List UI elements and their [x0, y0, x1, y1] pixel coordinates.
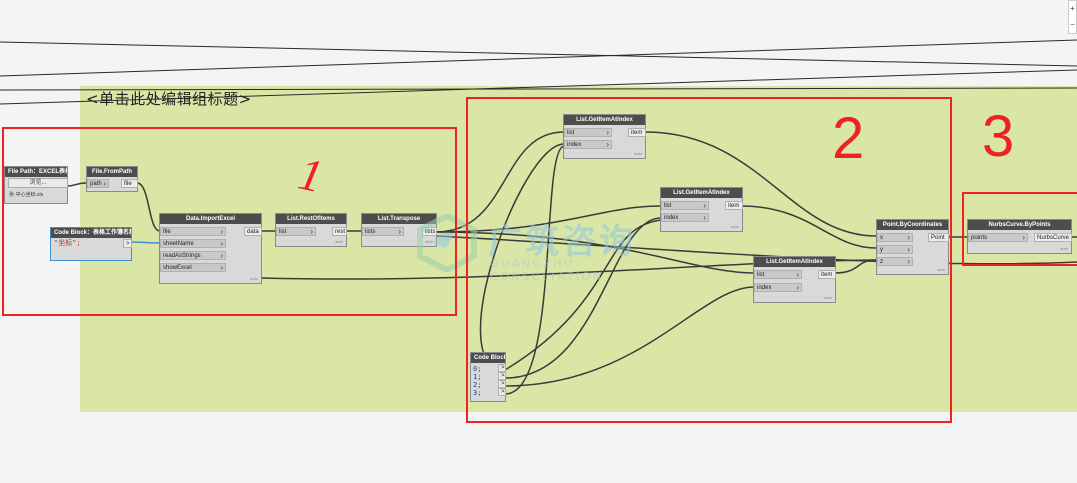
lacing-label: auto	[824, 295, 832, 300]
code-line-2[interactable]: 2;	[473, 381, 482, 389]
node-title: List.Transpose	[362, 214, 436, 224]
output-port-item[interactable]: item	[628, 128, 646, 137]
node-code-block-indices[interactable]: Code Block 0; 1; 2; 3; > > > >	[470, 352, 506, 402]
output-port-0[interactable]: >	[498, 364, 506, 372]
zoom-out-button[interactable]: −	[1070, 20, 1075, 29]
node-data-import-excel[interactable]: Data.ImportExcel file sheetName readAsSt…	[159, 213, 262, 284]
file-path-value: 张·中心坐标.xls	[9, 192, 44, 198]
node-get-item-at-index-2[interactable]: List.GetItemAtIndex list index item auto	[660, 187, 743, 232]
node-file-path[interactable]: File Path：EXCEL表格 浏览... 张·中心坐标.xls	[4, 166, 68, 204]
background-line	[0, 39, 1077, 77]
input-port-points[interactable]: points	[968, 233, 1028, 242]
input-port-y[interactable]: y	[877, 245, 913, 254]
zoom-in-button[interactable]: +	[1070, 4, 1075, 13]
node-file-from-path[interactable]: File.FromPath path file	[86, 166, 138, 192]
input-port-file[interactable]: file	[160, 227, 226, 236]
node-get-item-at-index-1[interactable]: List.GetItemAtIndex list index item auto	[563, 114, 646, 159]
input-port-z[interactable]: z	[877, 257, 913, 266]
node-nurbs-curve-by-points[interactable]: NurbsCurve.ByPoints points NurbsCurve au…	[967, 219, 1072, 254]
input-port-sheetname[interactable]: sheetName	[160, 239, 226, 248]
input-port-path[interactable]: path	[87, 179, 109, 188]
input-port-list[interactable]: list	[564, 128, 612, 137]
output-port-rest[interactable]: rest	[332, 227, 347, 236]
output-port-data[interactable]: data	[244, 227, 262, 236]
input-port-list[interactable]: list	[754, 270, 802, 279]
output-port-3[interactable]: >	[498, 388, 506, 396]
lacing-label: auto	[937, 267, 945, 272]
node-title: Code Block：表格工作簿名称	[51, 228, 131, 238]
code-line-0[interactable]: 0;	[473, 365, 482, 373]
input-port-index[interactable]: index	[754, 283, 802, 292]
node-title: List.GetItemAtIndex	[661, 188, 742, 198]
node-point-by-coordinates[interactable]: Point.ByCoordinates x y z Point auto	[876, 219, 949, 275]
output-port-item[interactable]: item	[725, 201, 743, 210]
lacing-label: auto	[335, 239, 343, 244]
background-line	[0, 41, 1077, 67]
node-title: List.GetItemAtIndex	[754, 257, 835, 267]
node-title: Data.ImportExcel	[160, 214, 261, 224]
output-port-2[interactable]: >	[498, 380, 506, 388]
output-port-lists[interactable]: lists	[422, 227, 437, 236]
output-port-item[interactable]: item	[818, 270, 836, 279]
node-title: Code Block	[471, 353, 505, 363]
input-port-list[interactable]: list	[276, 227, 316, 236]
input-port-list[interactable]: list	[661, 201, 709, 210]
node-list-rest-of-items[interactable]: List.RestOfItems list rest auto	[275, 213, 347, 247]
browse-button[interactable]: 浏览...	[8, 178, 68, 188]
node-title: List.RestOfItems	[276, 214, 346, 224]
lacing-label: auto	[250, 276, 258, 281]
output-port-1[interactable]: >	[498, 372, 506, 380]
output-port-point[interactable]: Point	[928, 233, 949, 242]
code-line-1[interactable]: 1;	[473, 373, 482, 381]
input-port-lists[interactable]: lists	[362, 227, 404, 236]
output-port-file[interactable]: file	[121, 179, 138, 188]
node-code-block-sheet[interactable]: Code Block：表格工作簿名称 "坐标"; >	[50, 227, 132, 261]
output-port[interactable]: >	[123, 239, 132, 248]
lacing-label: auto	[634, 151, 642, 156]
node-title: File Path：EXCEL表格	[5, 167, 67, 177]
input-port-x[interactable]: x	[877, 233, 913, 242]
node-title: File.FromPath	[87, 167, 137, 177]
zoom-controls[interactable]: + −	[1068, 0, 1077, 34]
input-port-readasstrings[interactable]: readAsStrings	[160, 251, 226, 260]
node-title: Point.ByCoordinates	[877, 220, 948, 230]
lacing-label: auto	[425, 239, 433, 244]
lacing-label: auto	[731, 224, 739, 229]
node-list-transpose[interactable]: List.Transpose lists lists auto	[361, 213, 437, 247]
node-title: NurbsCurve.ByPoints	[968, 220, 1071, 230]
group-title[interactable]: <单击此处编辑组标题>	[86, 90, 252, 108]
output-port-nurbscurve[interactable]: NurbsCurve	[1034, 233, 1072, 242]
input-port-index[interactable]: index	[661, 213, 709, 222]
input-port-index[interactable]: index	[564, 140, 612, 149]
code-text[interactable]: "坐标";	[54, 239, 81, 247]
lacing-label: auto	[1060, 246, 1068, 251]
input-port-showexcel[interactable]: showExcel	[160, 263, 226, 272]
node-title: List.GetItemAtIndex	[564, 115, 645, 125]
code-line-3[interactable]: 3;	[473, 389, 482, 397]
node-get-item-at-index-3[interactable]: List.GetItemAtIndex list index item auto	[753, 256, 836, 303]
